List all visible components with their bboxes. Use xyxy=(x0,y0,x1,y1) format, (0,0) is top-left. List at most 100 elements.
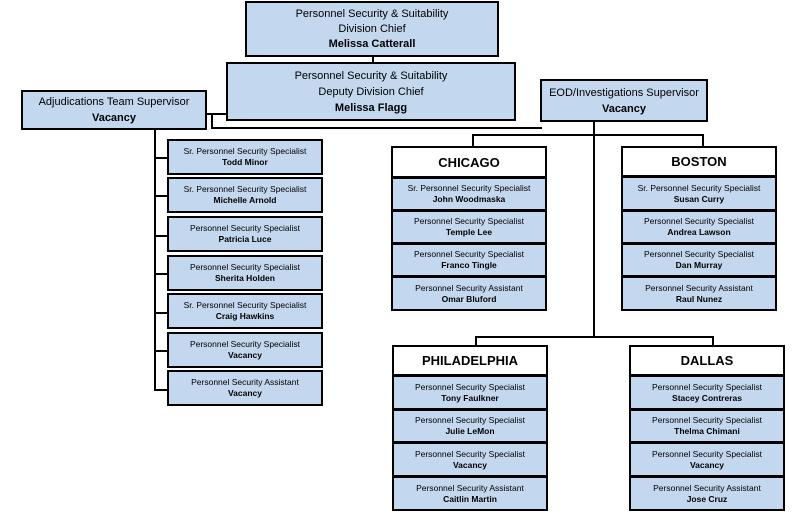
staff-title: Personnel Security Assistant xyxy=(416,482,524,493)
adjudications-staff-card: Sr. Personnel Security Specialist Craig … xyxy=(167,293,323,329)
staff-name: John Woodmaska xyxy=(432,194,506,204)
staff-name: Franco Tingle xyxy=(441,260,497,270)
philadelphia-staff-card: Personnel Security Specialist Julie LeMo… xyxy=(392,409,548,443)
connector-adj-tick xyxy=(154,195,167,197)
staff-name: Susan Curry xyxy=(673,193,725,204)
staff-name: Stacey Contreras xyxy=(672,392,742,403)
staff-name: Michelle Arnold xyxy=(213,195,277,205)
dallas-staff-card: Personnel Security Assistant Jose Cruz xyxy=(629,476,785,511)
eod-supervisor-name: Vacancy xyxy=(601,102,647,115)
staff-title: Personnel Security Specialist xyxy=(643,216,755,226)
staff-title: Personnel Security Assistant xyxy=(653,482,761,493)
chicago-staff-card: Personnel Security Specialist Franco Tin… xyxy=(391,243,547,277)
connector-dallas-drop xyxy=(712,336,714,346)
staff-title: Personnel Security Specialist xyxy=(651,381,763,392)
deputy-chief-title-line1: Personnel Security & Suitability xyxy=(294,69,448,82)
boston-staff-card: Personnel Security Assistant Raul Nunez xyxy=(621,276,777,311)
deputy-chief-title-line2: Deputy Division Chief xyxy=(318,85,424,98)
adjudications-staff-card: Sr. Personnel Security Specialist Michel… xyxy=(167,177,323,213)
staff-title: Personnel Security Assistant xyxy=(645,282,753,293)
dallas-staff-card: Personnel Security Specialist Stacey Con… xyxy=(629,375,785,410)
adjudications-staff-card: Personnel Security Specialist Patricia L… xyxy=(167,216,323,252)
staff-title: Personnel Security Specialist xyxy=(643,249,755,259)
staff-name: Vacancy xyxy=(227,388,263,398)
connector-eod-upper-bar xyxy=(472,134,704,136)
chicago-staff-card: Personnel Security Specialist Temple Lee xyxy=(391,210,547,244)
philadelphia-staff-card: Personnel Security Assistant Caitlin Mar… xyxy=(392,476,548,511)
connector-adj-tick xyxy=(154,389,167,391)
dallas-staff-card: Personnel Security Specialist Thelma Chi… xyxy=(629,409,785,443)
staff-name: Andrea Lawson xyxy=(667,227,731,237)
staff-title: Personnel Security Specialist xyxy=(413,216,525,226)
chicago-staff-card: Personnel Security Assistant Omar Blufor… xyxy=(391,276,547,311)
staff-title: Personnel Security Specialist xyxy=(189,223,301,233)
division-chief-title-line2: Division Chief xyxy=(338,22,406,35)
adjudications-staff-card: Personnel Security Specialist Vacancy xyxy=(167,332,323,368)
staff-title: Sr. Personnel Security Specialist xyxy=(183,184,307,194)
office-header-boston: BOSTON xyxy=(621,146,777,177)
boston-staff-card: Personnel Security Specialist Dan Murray xyxy=(621,243,777,277)
deputy-chief-name: Melissa Flagg xyxy=(334,101,408,114)
eod-supervisor-title: EOD/Investigations Supervisor xyxy=(549,86,699,99)
connector-chicago-drop xyxy=(472,134,474,147)
connector-adj-trunk xyxy=(154,130,156,390)
connector-eod-lower-bar xyxy=(475,336,714,338)
division-chief-title-line1: Personnel Security & Suitability xyxy=(295,7,449,20)
adjudications-supervisor-title: Adjudications Team Supervisor xyxy=(38,96,190,108)
staff-name: Sherita Holden xyxy=(215,273,275,283)
staff-title: Personnel Security Assistant xyxy=(191,377,299,387)
staff-title: Personnel Security Specialist xyxy=(414,381,526,392)
staff-title: Personnel Security Specialist xyxy=(414,415,526,425)
adjudications-staff-card: Sr. Personnel Security Specialist Todd M… xyxy=(167,139,323,175)
adjudications-supervisor-box: Adjudications Team Supervisor Vacancy xyxy=(21,90,207,130)
connector-adj-horizontal xyxy=(207,113,229,115)
staff-title: Sr. Personnel Security Specialist xyxy=(183,300,307,310)
connector-adj-tick xyxy=(154,350,167,352)
staff-name: Craig Hawkins xyxy=(215,311,275,321)
connector-boston-drop xyxy=(702,134,704,147)
deputy-chief-box: Personnel Security & Suitability Deputy … xyxy=(226,62,516,121)
office-header-chicago: CHICAGO xyxy=(391,146,547,178)
staff-name: Tony Faulkner xyxy=(441,392,499,403)
office-label: PHILADELPHIA xyxy=(421,353,519,368)
office-header-dallas: DALLAS xyxy=(629,345,785,376)
connector-eod-trunk xyxy=(593,122,595,338)
boston-staff-card: Personnel Security Specialist Andrea Law… xyxy=(621,210,777,244)
staff-title: Sr. Personnel Security Specialist xyxy=(407,183,531,193)
staff-name: Dan Murray xyxy=(675,260,723,270)
staff-title: Sr. Personnel Security Specialist xyxy=(183,146,307,156)
staff-title: Personnel Security Specialist xyxy=(189,339,301,349)
staff-name: Patricia Luce xyxy=(218,234,272,244)
staff-title: Personnel Security Specialist xyxy=(413,249,525,259)
staff-name: Temple Lee xyxy=(445,227,493,237)
office-label: BOSTON xyxy=(671,154,727,169)
staff-name: Raul Nunez xyxy=(675,293,723,304)
office-label: CHICAGO xyxy=(438,154,500,170)
staff-name: Vacancy xyxy=(689,459,725,470)
philadelphia-staff-card: Personnel Security Specialist Vacancy xyxy=(392,442,548,477)
connector-adj-drop xyxy=(211,113,213,128)
connector-main-horizontal xyxy=(211,127,542,129)
connector-adj-tick xyxy=(154,312,167,314)
division-chief-name: Melissa Catterall xyxy=(328,37,416,50)
boston-staff-card: Sr. Personnel Security Specialist Susan … xyxy=(621,176,777,211)
adjudications-staff-card: Personnel Security Specialist Sherita Ho… xyxy=(167,255,323,291)
adjudications-staff-card: Personnel Security Assistant Vacancy xyxy=(167,370,323,406)
staff-name: Jose Cruz xyxy=(686,493,728,504)
staff-name: Julie LeMon xyxy=(445,426,495,436)
connector-chief-deputy xyxy=(372,55,374,63)
connector-adj-tick xyxy=(154,273,167,275)
staff-name: Omar Bluford xyxy=(441,293,497,304)
staff-title: Personnel Security Specialist xyxy=(651,415,763,425)
division-chief-box: Personnel Security & Suitability Divisio… xyxy=(245,1,499,57)
staff-title: Personnel Security Specialist xyxy=(189,262,301,272)
chicago-staff-card: Sr. Personnel Security Specialist John W… xyxy=(391,177,547,211)
staff-title: Personnel Security Assistant xyxy=(415,282,523,293)
adjudications-supervisor-name: Vacancy xyxy=(91,112,137,124)
staff-name: Caitlin Martin xyxy=(443,493,497,504)
connector-adj-tick xyxy=(154,157,167,159)
office-label: DALLAS xyxy=(680,353,734,368)
staff-name: Thelma Chimani xyxy=(674,426,740,436)
staff-name: Vacancy xyxy=(227,350,263,360)
eod-supervisor-box: EOD/Investigations Supervisor Vacancy xyxy=(540,79,708,122)
